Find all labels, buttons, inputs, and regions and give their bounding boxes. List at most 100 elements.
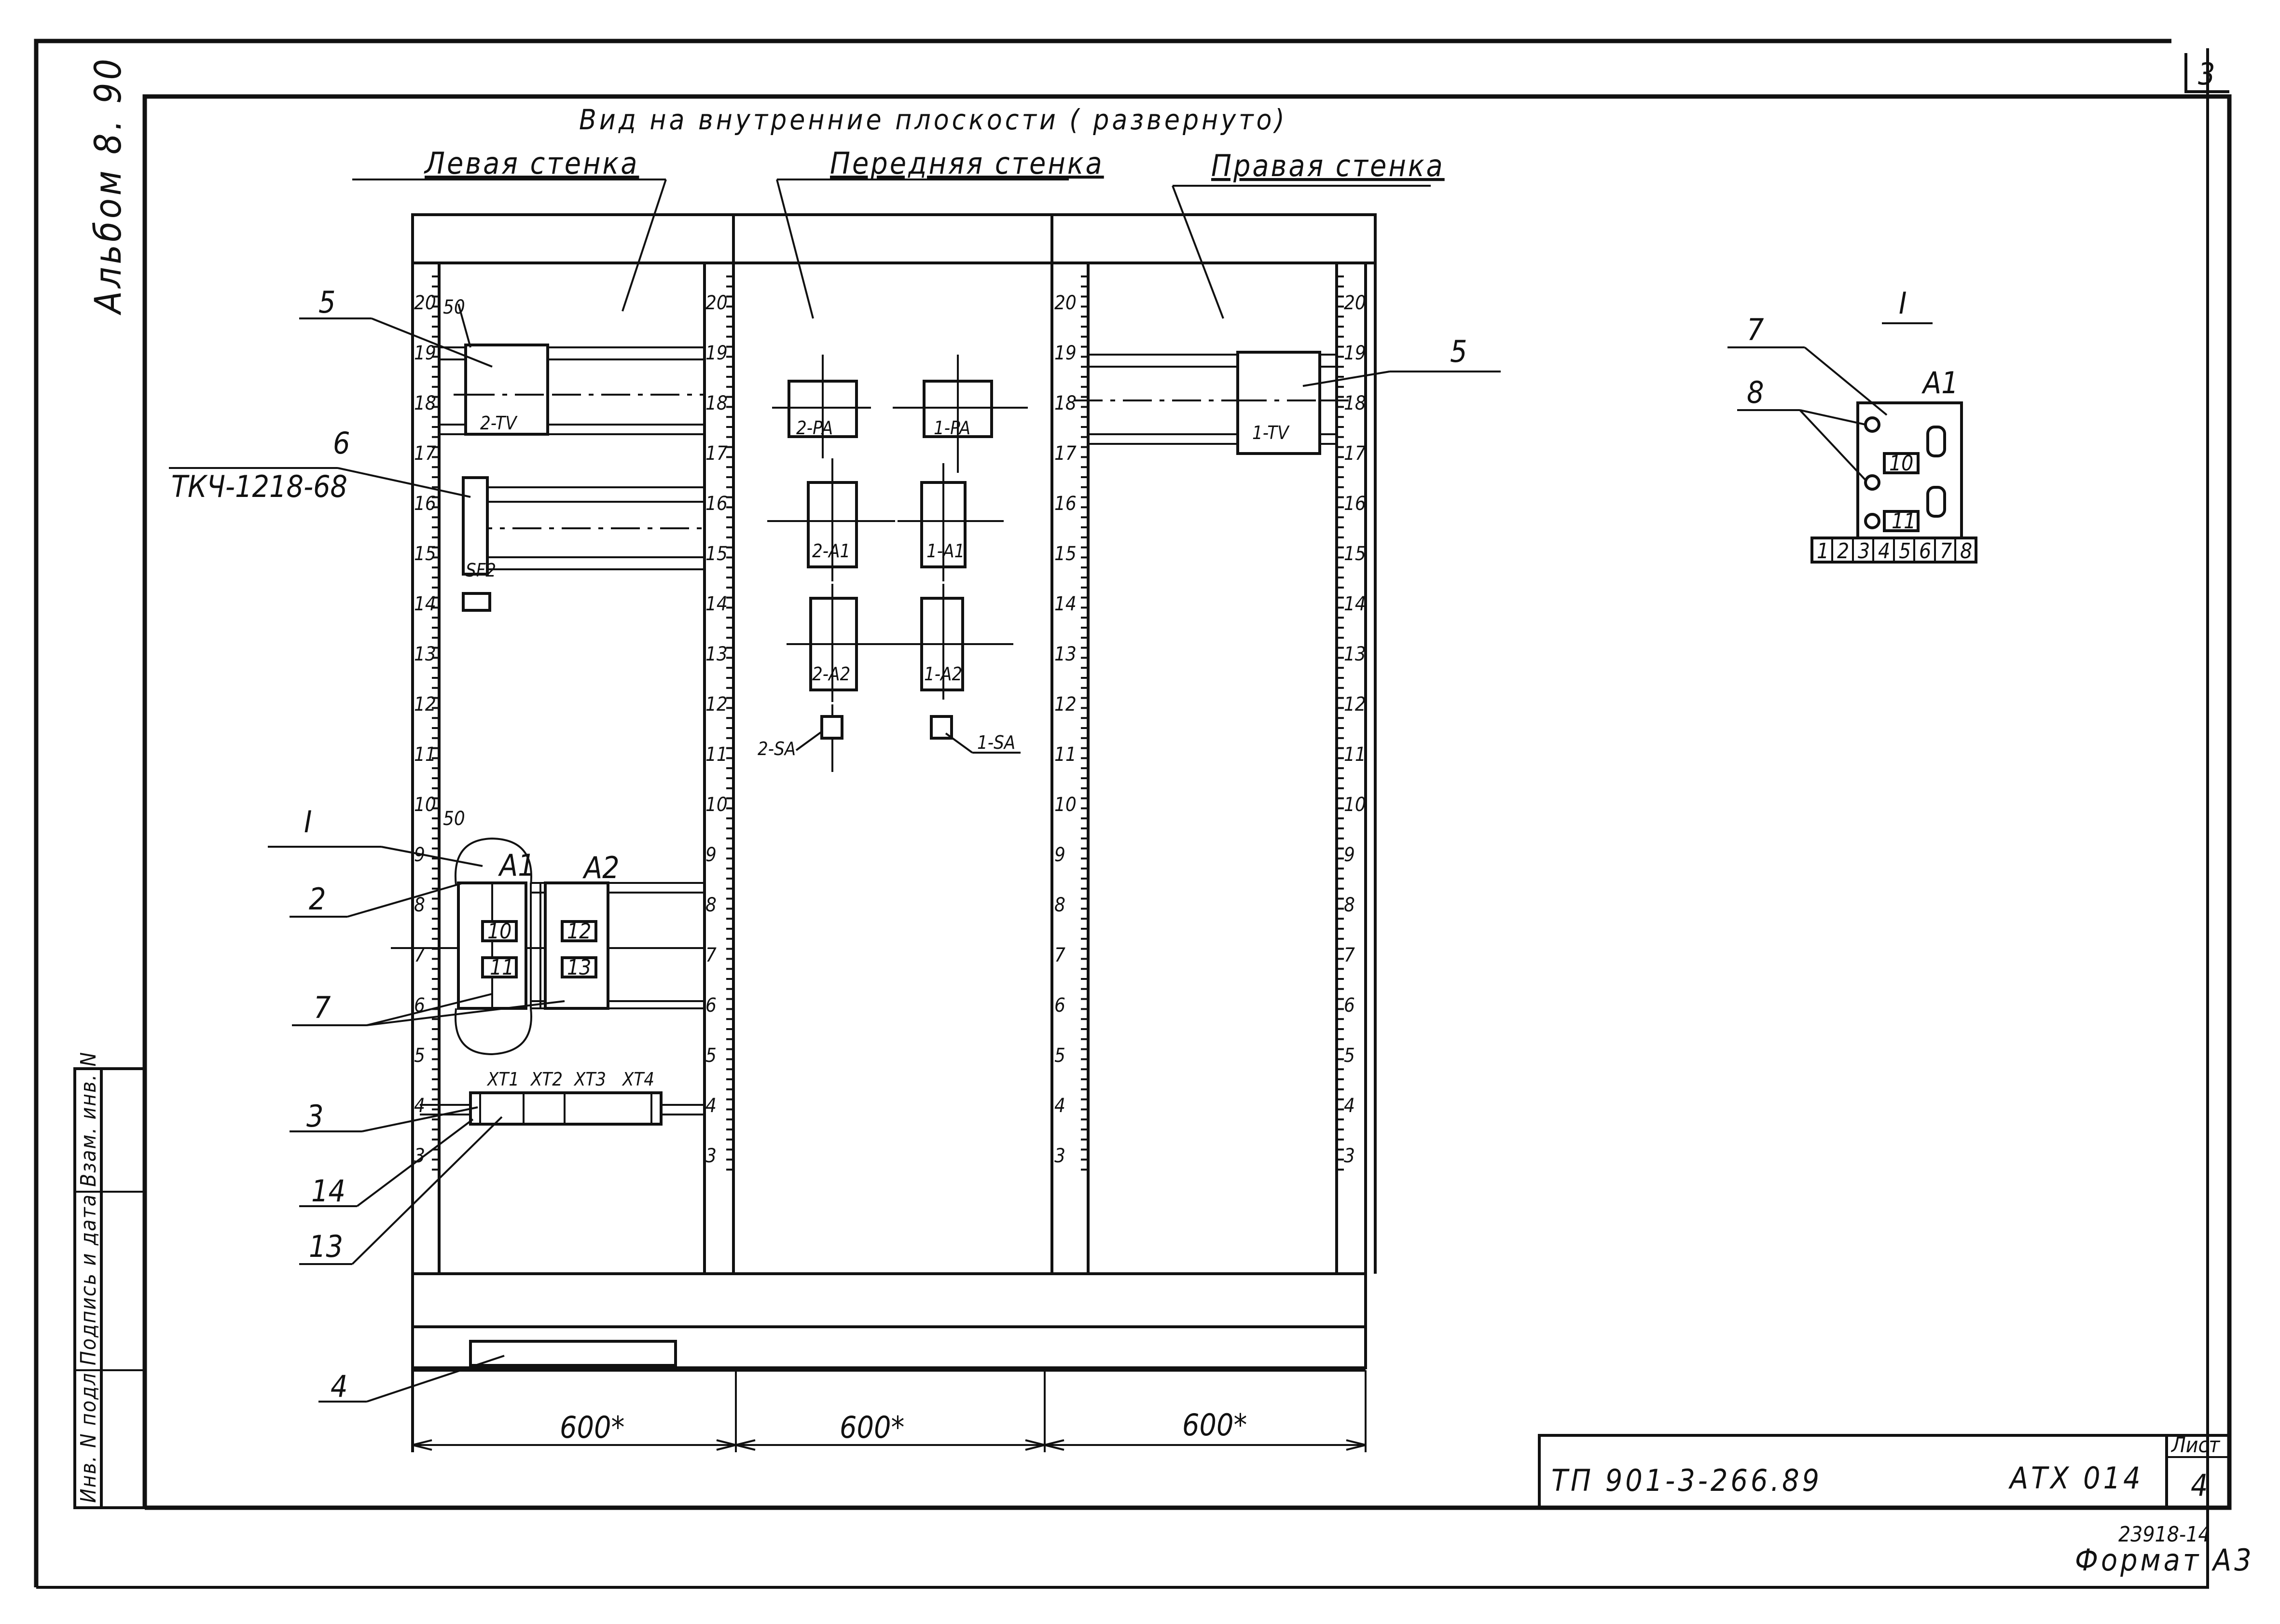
breaker-sf2	[462, 592, 491, 612]
title-block-code: АТХ 014	[2008, 1460, 2143, 1496]
terminal-xt3-label: XT3	[573, 1069, 606, 1090]
rail-tick-label-right-inner-14: 14	[1344, 593, 1366, 615]
callout-14-label: 14	[311, 1173, 345, 1209]
rail-tick-label-right-inner-9: 9	[1344, 844, 1355, 866]
callout-2-label: 2	[309, 881, 326, 917]
rail-tick-label-left-outer-18: 18	[414, 392, 436, 414]
rail-tick-label-right-outer-19: 19	[1054, 342, 1077, 364]
rail-tick-label-left-outer-19: 19	[414, 342, 436, 364]
rail-tick-label-right-outer-7: 7	[1054, 944, 1065, 966]
sheet-mark-box: 3	[2184, 53, 2229, 93]
wall-heading-front-label: Передняя стенка	[830, 146, 1104, 181]
rail-tick-label-left-inner-12: 12	[705, 693, 728, 716]
right-wall: 1-TV 5	[1074, 334, 1501, 455]
detail-terminal-2: 2	[1837, 539, 1849, 564]
switch-2sa	[820, 715, 843, 740]
rail-tick-label-right-outer-17: 17	[1054, 442, 1077, 465]
rail-tick-label-left-inner-14: 14	[705, 593, 728, 615]
dimension-right: 600*	[1182, 1407, 1247, 1443]
rail-tick-label-right-outer-10: 10	[1054, 794, 1077, 816]
module-a1-label: A1	[498, 848, 535, 883]
callout-2: 2	[290, 881, 464, 918]
rail-tick-label-right-inner-19: 19	[1344, 342, 1366, 364]
stamp-podpis-data: Подпись и дата	[76, 1194, 101, 1365]
detail-box-10-label: 10	[1889, 451, 1913, 476]
transformer-1tv-label: 1-TV	[1252, 422, 1290, 443]
module-1a1-label: 1-A1	[926, 540, 965, 562]
transformer-2tv	[464, 344, 549, 436]
rail-tick-label-right-outer-11: 11	[1054, 743, 1077, 766]
rail-tick-label-left-inner-15: 15	[705, 543, 728, 565]
detail-terminal-8: 8	[1960, 539, 1972, 564]
wall-heading-right-label: Правая стенка	[1211, 148, 1445, 183]
stamp-vzam-inv: Взам. инв. N	[76, 1051, 101, 1187]
ammeter-1pa	[923, 380, 993, 438]
rail-tick-label-right-inner-5: 5	[1344, 1045, 1355, 1067]
detail-terminal-5: 5	[1899, 539, 1911, 564]
terminal-xt4-label: XT4	[622, 1069, 654, 1090]
a1-box-10-label: 10	[487, 919, 511, 944]
rail-tick-label-right-inner-6: 6	[1344, 994, 1355, 1017]
rail-tick-label-left-inner-17: 17	[705, 442, 728, 465]
callout-5-left-label: 5	[318, 285, 335, 320]
detail-callout-7: 7	[1727, 312, 1888, 416]
module-1a2	[920, 597, 964, 691]
rail-tick-label-left-outer-4: 4	[414, 1095, 425, 1117]
rail-tick-label-right-outer-15: 15	[1054, 543, 1077, 565]
switch-2sa-label: 2-SA	[758, 738, 796, 759]
a2-box-12-label: 12	[567, 919, 591, 944]
title-block-doc: ТП 901-3-266.89	[1551, 1463, 1822, 1498]
breaker-sf2-label: SF2	[466, 560, 496, 581]
rail-tick-label-right-inner-12: 12	[1344, 693, 1366, 716]
module-2a2-label: 2-A2	[812, 663, 850, 685]
rail-tick-label-right-outer-13: 13	[1054, 643, 1077, 665]
detail-box-11-label: 11	[1892, 509, 1916, 534]
rail-tick-label-left-inner-3: 3	[705, 1145, 717, 1167]
switch-1sa-label: 1-SA	[977, 732, 1015, 753]
rail-tick-label-right-outer-4: 4	[1054, 1095, 1065, 1117]
callout-13: 13	[299, 1116, 503, 1265]
rail-tick-label-left-inner-13: 13	[705, 643, 728, 665]
rail-tick-label-left-inner-19: 19	[705, 342, 728, 364]
rail-tick-label-right-inner-15: 15	[1344, 543, 1366, 565]
callout-6: 6 ТКЧ-1218-68	[169, 426, 471, 504]
callout-3: 3	[290, 1099, 478, 1134]
callout-14: 14	[299, 1118, 474, 1209]
detail-terminal-row: 1 2 3 4 5 6 7 8	[1810, 537, 1977, 564]
rail-tick-label-right-inner-7: 7	[1344, 944, 1355, 966]
callout-6-label: 6	[333, 426, 350, 461]
rail-tick-label-left-outer-10: 10	[414, 794, 436, 816]
rail-tick-label-left-outer-20: 20	[414, 292, 436, 314]
detail-I-title: I	[1899, 286, 1907, 321]
detail-terminal-4: 4	[1878, 539, 1890, 564]
rail-tick-label-left-inner-16: 16	[705, 493, 728, 515]
rail-tick-label-left-outer-17: 17	[414, 442, 436, 465]
callout-7-left-label: 7	[314, 990, 331, 1025]
detail-box-11	[1883, 510, 1920, 532]
transformer-2tv-label: 2-TV	[480, 413, 518, 434]
rail-tick-label-left-inner-9: 9	[705, 844, 717, 866]
detail-terminal-6: 6	[1919, 539, 1931, 564]
cable-type-label: ТКЧ-1218-68	[171, 469, 347, 504]
rail-tick-label-right-outer-14: 14	[1054, 593, 1077, 615]
rail-tick-label-left-inner-20: 20	[705, 292, 728, 314]
detail-callout-7-label: 7	[1747, 312, 1764, 347]
rail-tick-label-left-outer-16: 16	[414, 493, 436, 515]
rail-tick-label-left-inner-11: 11	[705, 743, 728, 766]
detail-terminal-1: 1	[1817, 539, 1829, 564]
module-2a1	[807, 481, 858, 568]
callout-7-left: 7	[292, 990, 565, 1026]
wall-heading-left: Левая стенка	[352, 146, 667, 312]
rail-tick-label-right-outer-9: 9	[1054, 844, 1065, 866]
title-block-sheet-number: 4	[2191, 1468, 2208, 1503]
rail-tick-label-right-outer-6: 6	[1054, 994, 1065, 1017]
rail-tick-label-left-inner-5: 5	[705, 1045, 717, 1067]
rail-tick-label-right-inner-3: 3	[1344, 1145, 1355, 1167]
side-stamp: Инв. N подл Подпись и дата Взам. инв. N	[73, 1051, 146, 1509]
detail-callout-8-label: 8	[1747, 375, 1764, 410]
detail-terminal-7: 7	[1940, 539, 1952, 564]
rail-tick-label-right-inner-20: 20	[1344, 292, 1366, 314]
